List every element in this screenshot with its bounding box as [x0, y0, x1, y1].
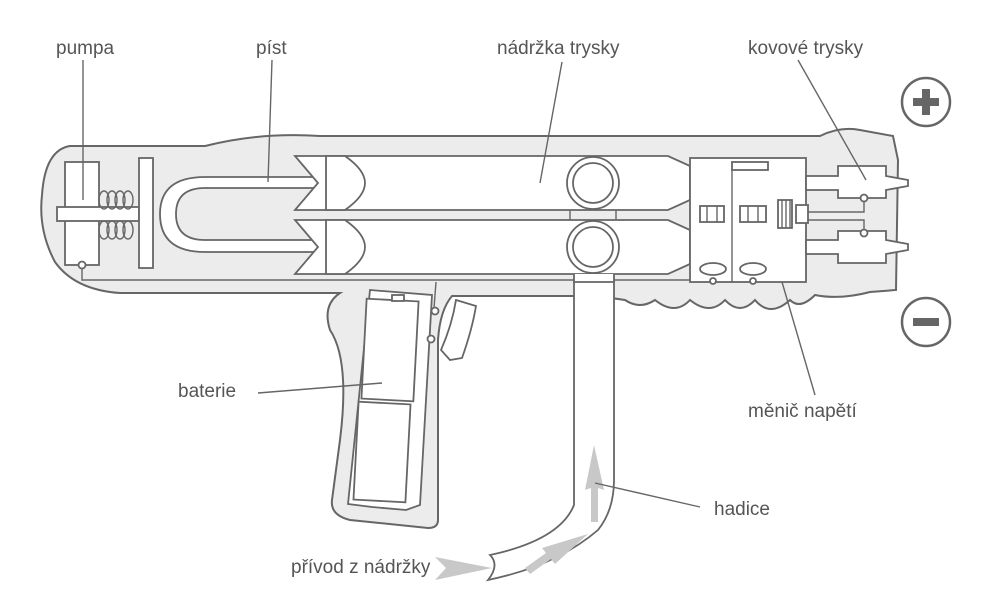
converter-capacitors: [699, 262, 767, 285]
battery-cell-upper: [360, 297, 420, 403]
hose-top-pipe: [573, 274, 615, 283]
label-baterie: baterie: [178, 381, 236, 402]
flow-arrow-curve: [525, 534, 588, 574]
trigger-contact-upper: [430, 306, 440, 316]
piston-head-upper: [325, 155, 366, 211]
converter-wall: [795, 204, 809, 224]
trigger-contact-lower: [426, 334, 436, 344]
nozzle-contact-lower: [859, 228, 869, 238]
trigger[interactable]: [439, 298, 478, 361]
pump-contact: [77, 260, 87, 270]
flow-arrow-in: [435, 557, 492, 580]
nozzle-lower: [805, 230, 909, 264]
battery-terminal: [391, 294, 405, 302]
label-kovove-trysky: kovové trysky: [748, 38, 864, 59]
label-pist: píst: [256, 38, 287, 59]
plus-circle-icon: [900, 76, 952, 128]
label-pumpa: pumpa: [56, 38, 115, 59]
leader-baterie: [257, 382, 383, 394]
label-privod: přívod z nádržky: [291, 557, 431, 578]
leader-nadrzka: [539, 61, 563, 184]
hose: [485, 279, 615, 582]
leader-pist: [267, 59, 273, 183]
piston-plate: [138, 157, 154, 269]
wire-nozzles: [808, 202, 865, 229]
minus-circle-icon: [900, 296, 952, 348]
label-menic-napeti: měnič napětí: [748, 401, 858, 422]
piston-head-lower: [325, 219, 366, 275]
leader-kovove: [797, 59, 867, 181]
nozzle-upper: [805, 165, 909, 199]
label-hadice: hadice: [714, 499, 770, 520]
flow-arrows: [435, 445, 604, 580]
converter-components: [699, 170, 793, 282]
valve-rings: [566, 156, 620, 274]
pump-spring: [98, 190, 134, 240]
label-nadrzka-trysky: nádržka trysky: [497, 38, 620, 59]
leader-menic: [781, 281, 816, 396]
battery-cell-lower: [352, 400, 412, 504]
leader-hadice: [594, 482, 701, 508]
trigger-wire: [433, 281, 437, 309]
wire-bottom: [81, 268, 690, 281]
nozzle-contact-upper: [859, 193, 869, 203]
converter-top-strip: [731, 161, 769, 171]
flow-arrow-up: [585, 445, 604, 522]
